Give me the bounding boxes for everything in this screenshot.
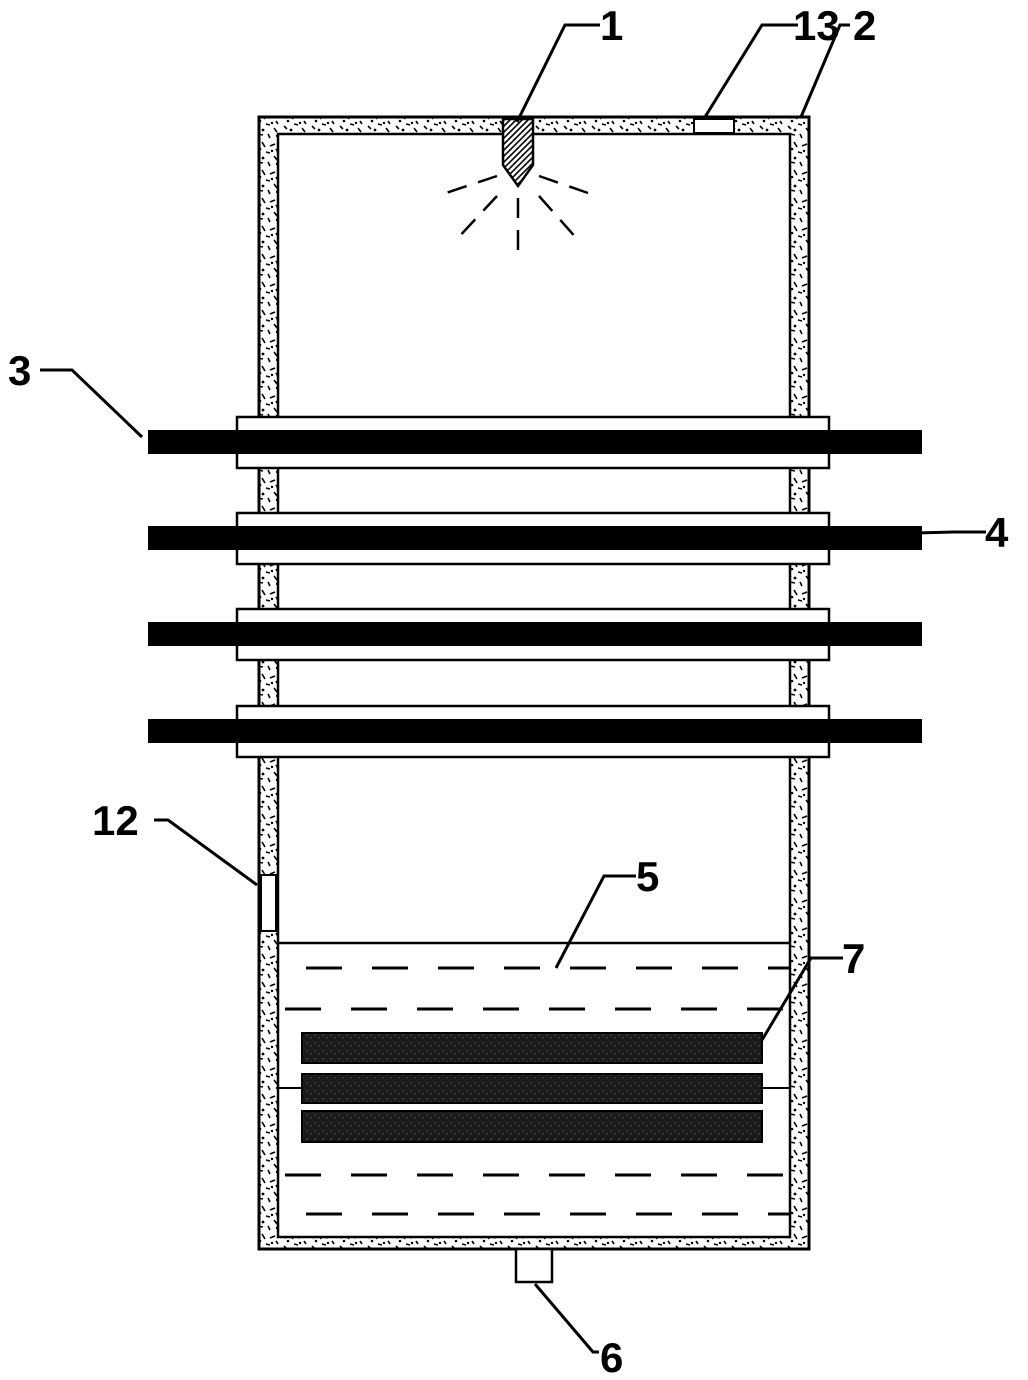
plate	[301, 1032, 763, 1064]
label-plates: 7	[842, 935, 865, 982]
label-side-port: 12	[92, 797, 139, 844]
plate	[301, 1073, 763, 1104]
tube-3	[148, 607, 922, 662]
label-shell: 2	[853, 2, 876, 49]
label-top-port: 13	[793, 2, 840, 49]
tube-4	[148, 704, 922, 759]
top-port	[693, 118, 735, 134]
label-tube-right: 4	[985, 509, 1009, 556]
plate	[301, 1110, 763, 1143]
side-port	[260, 874, 277, 932]
leader-lines	[40, 23, 986, 1354]
label-liquid: 5	[636, 853, 659, 900]
tube-2	[148, 511, 922, 566]
spray-pattern	[445, 174, 589, 262]
plate-stack	[278, 1032, 790, 1143]
tube-1	[148, 415, 922, 470]
label-tube-left: 3	[8, 347, 31, 394]
label-outlet: 6	[600, 1334, 623, 1380]
outlet	[514, 1247, 554, 1284]
spray-nozzle	[501, 117, 535, 189]
liquid-pool	[278, 941, 790, 1216]
label-nozzle: 1	[600, 2, 623, 49]
